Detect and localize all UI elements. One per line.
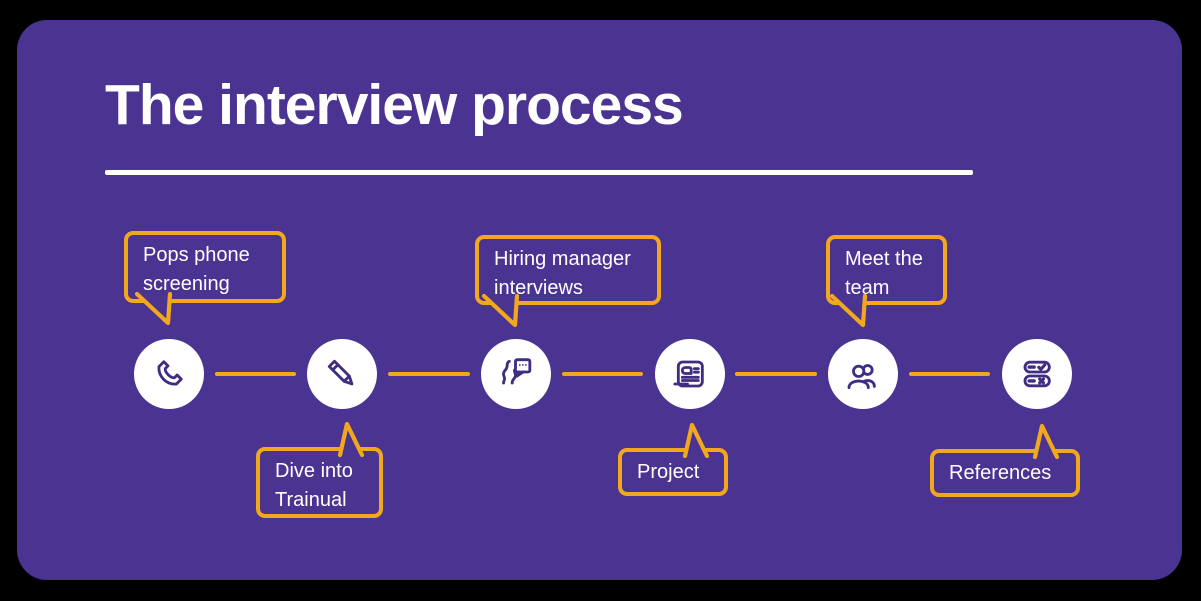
- callout-tail: [829, 293, 868, 328]
- callout-phone-screening: Pops phone screening: [124, 231, 286, 326]
- timeline-connector: [909, 372, 990, 376]
- step-circle-team: [828, 339, 898, 409]
- team-icon: [843, 354, 883, 394]
- callout-tail: [134, 291, 173, 326]
- callout-dive-trainual: Dive into Trainual: [256, 421, 383, 518]
- callout-tail: [1032, 423, 1060, 460]
- callout-tail: [682, 422, 710, 459]
- step-circle-hiring-manager: [481, 339, 551, 409]
- page-title: The interview process: [105, 73, 684, 137]
- timeline-connector: [215, 372, 296, 376]
- phone-icon: [149, 354, 189, 394]
- callout-meet-team: Meet the team: [826, 235, 947, 328]
- callout-project: Project: [618, 422, 728, 496]
- callout-label: References: [949, 462, 1052, 484]
- callout-label: Meet the team: [845, 248, 923, 299]
- document-icon: [670, 354, 710, 394]
- timeline-connector: [388, 372, 470, 376]
- step-circle-phone-screening: [134, 339, 204, 409]
- callout-references: References: [930, 423, 1080, 497]
- title-underline: [105, 170, 973, 175]
- callout-hiring-manager: Hiring manager interviews: [475, 235, 661, 328]
- step-circle-project: [655, 339, 725, 409]
- callout-label: Project: [637, 461, 700, 483]
- step-circle-references: [1002, 339, 1072, 409]
- timeline-connector: [735, 372, 817, 376]
- slide-panel: The interview process: [17, 20, 1182, 580]
- callout-tail: [481, 293, 520, 328]
- checklist-icon: [1017, 354, 1057, 394]
- callout-label: Hiring manager interviews: [494, 248, 631, 299]
- speech-person-icon: [496, 354, 536, 394]
- timeline-connector: [562, 372, 643, 376]
- step-circle-trainual: [307, 339, 377, 409]
- callout-tail: [337, 421, 365, 458]
- callout-label: Pops phone screening: [143, 244, 250, 295]
- callout-label: Dive into Trainual: [275, 460, 353, 511]
- pencil-icon: [322, 354, 362, 394]
